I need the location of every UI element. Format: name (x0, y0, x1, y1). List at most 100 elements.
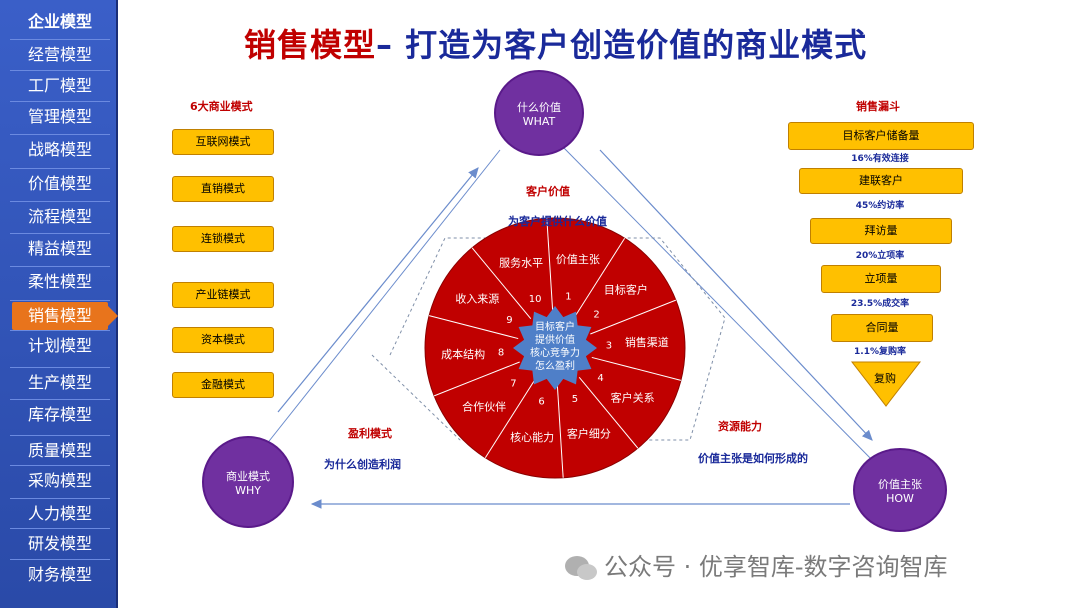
wheel-center-text: 提供价值 (535, 333, 575, 346)
sidebar-divider (10, 134, 110, 135)
wheel-segment-label: 成本结构 (441, 347, 485, 361)
sidebar-item[interactable]: 管理模型 (27, 107, 92, 126)
wheel-segment-label: 客户细分 (567, 427, 611, 441)
sidebar-divider (10, 465, 110, 466)
left-edge-title: 盈利模式 (348, 427, 392, 440)
wheel-segment-label: 价值主张 (556, 253, 600, 266)
sidebar-divider (10, 70, 110, 71)
sidebar-item[interactable]: 财务模型 (27, 565, 92, 584)
sidebar-divider (10, 201, 110, 202)
sidebar-divider (10, 559, 110, 560)
sales-funnel-heading: 销售漏斗 (856, 100, 900, 113)
wheel-divider (578, 376, 639, 449)
funnel-stage: 立项量 (821, 265, 941, 293)
sidebar-divider (10, 330, 110, 331)
sidebar-item[interactable]: 质量模型 (27, 441, 92, 460)
what-sublabel: WHAT (522, 114, 556, 128)
sidebar-item[interactable]: 精益模型 (27, 239, 92, 258)
sidebar-item[interactable]: 价值模型 (27, 174, 92, 193)
sidebar: 企业模型经营模型工厂模型管理模型战略模型价值模型流程模型精益模型柔性模型销售模型… (0, 0, 118, 608)
sidebar-divider (10, 300, 110, 301)
funnel-rate: 20%立项率 (855, 251, 905, 261)
top-edge-subtitle: 为客户提供什么价值 (508, 215, 607, 228)
sidebar-item[interactable]: 销售模型 (12, 302, 118, 330)
wheel-segment-label: 目标客户 (604, 282, 648, 296)
sidebar-item[interactable]: 经营模型 (27, 45, 92, 64)
wheel-segment-number: 10 (529, 294, 542, 305)
how-node: 价值主张 HOW (853, 448, 947, 532)
sidebar-item[interactable]: 柔性模型 (27, 272, 92, 291)
wheel-divider (590, 299, 677, 335)
wheel-center (513, 306, 597, 390)
wechat-icon (565, 556, 597, 580)
right-edge-title: 资源能力 (718, 420, 762, 433)
sidebar-divider (10, 528, 110, 529)
sidebar-divider (10, 168, 110, 169)
sidebar-divider (10, 367, 110, 368)
edge-why-what (261, 149, 501, 451)
wheel-segment-label: 销售渠道 (625, 335, 669, 349)
sidebar-item[interactable]: 人力模型 (27, 504, 92, 523)
wheel-segment-number: 4 (597, 373, 603, 384)
business-model-box: 产业链模式 (172, 282, 274, 308)
why-node: 商业模式 WHY (202, 436, 294, 528)
wheel-segment-number: 6 (538, 396, 544, 407)
funnel-stage: 建联客户 (799, 168, 963, 194)
wheel-segment-number: 3 (606, 341, 612, 352)
sidebar-item[interactable]: 战略模型 (27, 140, 92, 159)
title-main: 销售模型 (244, 26, 377, 64)
wheel-segment-number: 1 (565, 292, 571, 303)
what-node: 什么价值 WHAT (494, 70, 584, 156)
business-model-box: 直销模式 (172, 176, 274, 202)
why-label: 商业模式 (226, 469, 270, 483)
wheel-divider (556, 385, 564, 478)
wheel-segment-number: 5 (572, 394, 578, 405)
sidebar-divider (10, 266, 110, 267)
funnel-stage: 拜访量 (810, 218, 952, 244)
arrow-what-to-how (599, 149, 873, 441)
sidebar-item[interactable]: 采购模型 (27, 471, 92, 490)
sidebar-divider (10, 399, 110, 400)
wheel-segment-number: 7 (510, 378, 516, 389)
funnel-stage: 目标客户储备量 (788, 122, 974, 150)
wheel-segment-label: 客户关系 (611, 390, 655, 404)
edge-what-how (561, 145, 881, 469)
sidebar-divider (10, 498, 110, 499)
sidebar-divider (10, 39, 110, 40)
funnel-rate: 23.5%成交率 (850, 299, 910, 309)
funnel-rate: 45%约访率 (855, 201, 905, 211)
sidebar-item[interactable]: 工厂模型 (27, 76, 92, 95)
page-title: 销售模型– 打造为客户创造价值的商业模式 (244, 20, 867, 66)
sidebar-divider (10, 101, 110, 102)
sidebar-item[interactable]: 库存模型 (27, 405, 92, 424)
wheel-divider (433, 361, 520, 397)
wheel-segment-number: 8 (498, 347, 504, 358)
dashed-center-left (371, 354, 461, 441)
funnel-stage: 复购 (874, 372, 896, 385)
wheel-divider (484, 379, 536, 459)
top-edge-title: 客户价值 (526, 185, 570, 198)
sidebar-item[interactable]: 研发模型 (27, 534, 92, 553)
business-models-heading: 6大商业模式 (190, 100, 253, 113)
watermark: 公众号 · 优享智库-数字咨询智库 (564, 547, 948, 582)
how-sublabel: HOW (886, 491, 914, 505)
sidebar-item[interactable]: 生产模型 (27, 373, 92, 392)
wheel-segment-number: 2 (593, 310, 599, 321)
sidebar-item[interactable]: 企业模型 (27, 12, 92, 31)
sidebar-divider (10, 435, 110, 436)
wheel-divider (591, 356, 682, 381)
funnel-stage: 合同量 (831, 314, 933, 342)
business-model-box: 金融模式 (172, 372, 274, 398)
why-sublabel: WHY (235, 483, 261, 497)
business-model-box: 连锁模式 (172, 226, 274, 252)
wheel-segment-label: 服务水平 (499, 256, 543, 269)
sidebar-item[interactable]: 计划模型 (27, 336, 92, 355)
sidebar-divider (10, 233, 110, 234)
wheel-divider (471, 247, 532, 320)
wheel-segment-label: 合作伙伴 (462, 400, 506, 414)
funnel-rate: 16%有效连接 (851, 154, 909, 164)
how-label: 价值主张 (878, 477, 922, 491)
right-edge-subtitle: 价值主张是如何形成的 (698, 452, 808, 465)
sidebar-item[interactable]: 流程模型 (27, 207, 92, 226)
